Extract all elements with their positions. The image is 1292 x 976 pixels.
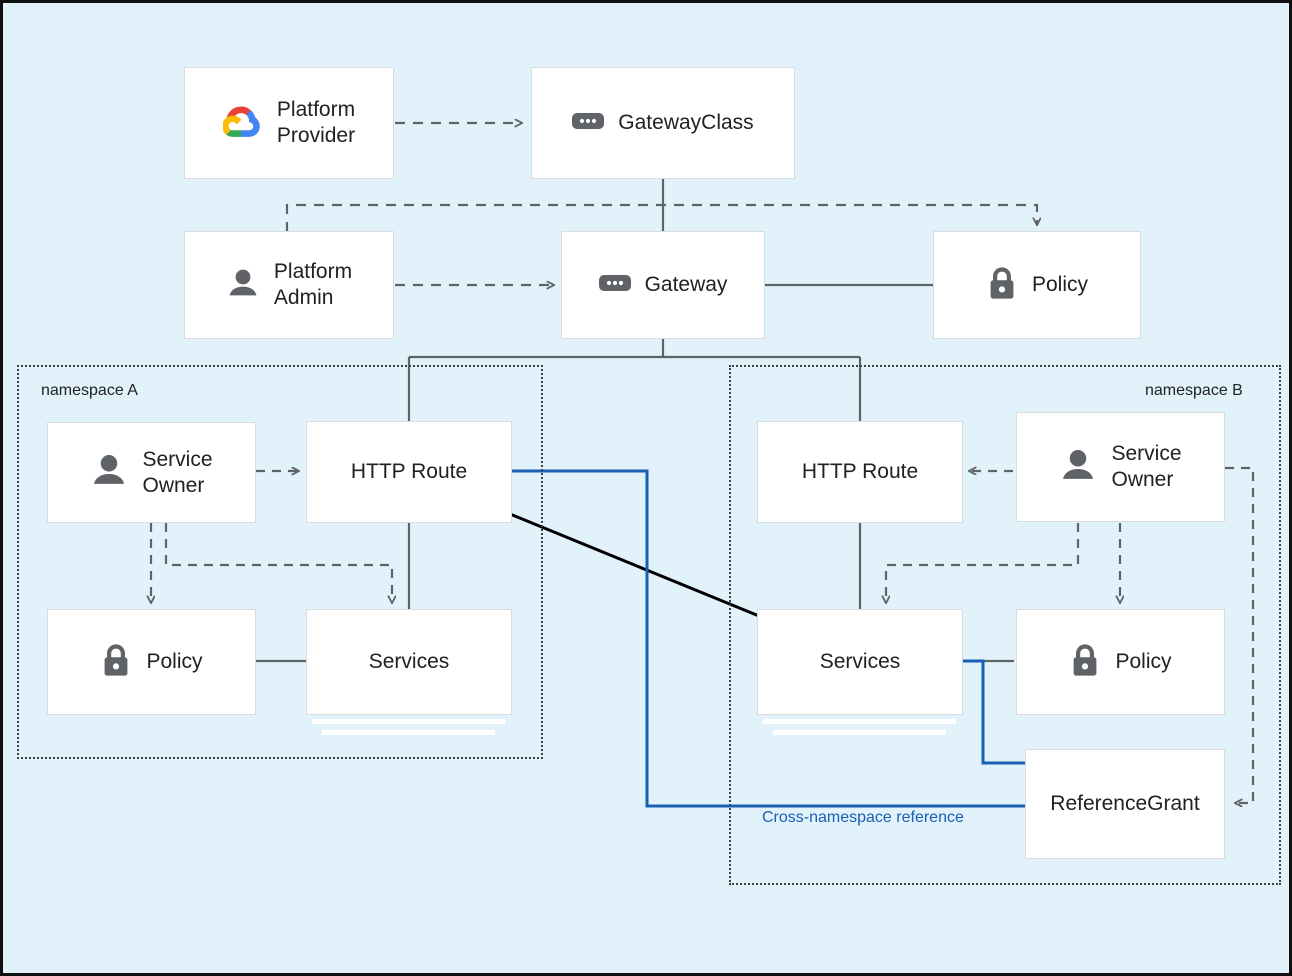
node-gateway[interactable]: Gateway — [561, 231, 765, 339]
lock-icon — [100, 642, 132, 683]
cross-namespace-reference-label: Cross-namespace reference — [762, 809, 964, 826]
lock-icon — [986, 265, 1018, 306]
node-services-a[interactable]: Services — [306, 609, 512, 715]
node-platform-admin[interactable]: Platform Admin — [184, 231, 394, 339]
node-http-route-a-label: HTTP Route — [350, 460, 468, 484]
node-service-owner-b[interactable]: Service Owner — [1016, 412, 1225, 522]
node-services-a-label: Services — [368, 650, 450, 674]
node-policy-b-label: Policy — [1115, 650, 1172, 674]
node-platform-provider-label: Platform Provider — [276, 98, 356, 147]
node-policy-a[interactable]: Policy — [47, 609, 256, 715]
edge-httproute-a-to-services-b — [509, 512, 760, 618]
google-cloud-icon — [222, 104, 263, 143]
node-gateway-label: Gateway — [644, 273, 728, 297]
node-gatewayclass-label: GatewayClass — [618, 111, 754, 135]
namespace-b-label: namespace B — [1145, 382, 1243, 399]
node-service-owner-a[interactable]: Service Owner — [47, 422, 256, 523]
services-b-stack-layer-2 — [773, 730, 946, 735]
person-icon — [226, 266, 260, 305]
node-reference-grant[interactable]: ReferenceGrant — [1025, 749, 1225, 859]
edge-admin-to-policy-top — [285, 203, 1037, 232]
node-services-b-label: Services — [819, 650, 901, 674]
node-service-owner-a-label: Service Owner — [142, 447, 213, 497]
node-http-route-a[interactable]: HTTP Route — [306, 421, 512, 523]
node-http-route-b[interactable]: HTTP Route — [757, 421, 963, 523]
namespace-a-group — [17, 365, 543, 759]
lock-icon — [1069, 642, 1101, 683]
node-policy-top[interactable]: Policy — [933, 231, 1141, 339]
person-icon — [90, 451, 128, 494]
node-reference-grant-label: ReferenceGrant — [1050, 792, 1200, 816]
node-policy-a-label: Policy — [146, 650, 203, 674]
namespace-a-label: namespace A — [41, 382, 138, 399]
resource-chip-icon — [598, 273, 631, 298]
services-a-stack-layer-2 — [322, 730, 495, 735]
services-b-stack-layer-1 — [763, 719, 956, 724]
services-a-stack-layer-1 — [312, 719, 505, 724]
node-policy-b[interactable]: Policy — [1016, 609, 1225, 715]
node-platform-provider[interactable]: Platform Provider — [184, 67, 394, 179]
node-policy-top-label: Policy — [1031, 273, 1089, 297]
node-service-owner-b-label: Service Owner — [1111, 442, 1182, 491]
node-http-route-b-label: HTTP Route — [801, 460, 919, 484]
node-gatewayclass[interactable]: GatewayClass — [531, 67, 795, 179]
namespace-b-group — [729, 365, 1281, 885]
node-services-b[interactable]: Services — [757, 609, 963, 715]
resource-chip-icon — [572, 111, 605, 136]
node-platform-admin-label: Platform Admin — [273, 260, 353, 309]
person-icon — [1059, 446, 1097, 489]
